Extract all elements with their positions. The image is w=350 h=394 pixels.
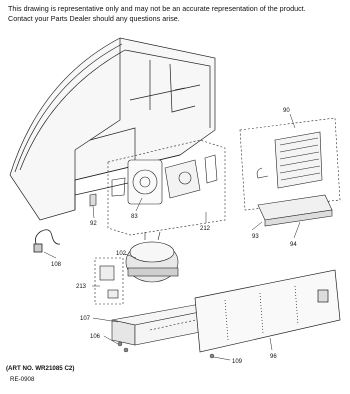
compressor — [125, 231, 179, 283]
fan-assembly-group — [107, 139, 226, 236]
leader-lines — [43, 113, 301, 361]
re-number: RE-0908 — [10, 376, 35, 383]
relay-group — [94, 257, 124, 305]
callout-96: 96 — [270, 354, 277, 360]
callout-107: 107 — [80, 316, 91, 322]
callout-90: 90 — [283, 108, 290, 114]
callout-94: 94 — [290, 242, 297, 248]
callout-92: 92 — [90, 221, 97, 227]
disclaimer-line-1: This drawing is representative only and … — [8, 4, 306, 13]
drain-pan — [257, 194, 333, 227]
disclaimer: This drawing is representative only and … — [8, 4, 346, 24]
disclaimer-line-2: Contact your Parts Dealer should any que… — [8, 14, 180, 23]
callout-83: 83 — [131, 214, 138, 220]
callout-93: 93 — [252, 234, 259, 240]
callout-102: 102 — [116, 251, 127, 257]
callout-109: 109 — [232, 359, 243, 365]
art-number: (ART NO. WR21085 C2) — [6, 365, 75, 372]
power-cord — [33, 229, 61, 253]
callout-106: 106 — [90, 334, 101, 340]
callout-108: 108 — [51, 262, 62, 268]
rear-cover — [194, 269, 341, 353]
cabinet-body — [9, 37, 216, 221]
callout-labels: 90 92 83 212 93 94 108 102 213 107 106 9… — [51, 108, 297, 365]
screws — [117, 341, 215, 359]
part-92 — [89, 193, 97, 207]
evaporator-group — [239, 117, 341, 211]
callout-213: 213 — [76, 284, 87, 290]
callout-212: 212 — [200, 226, 211, 232]
